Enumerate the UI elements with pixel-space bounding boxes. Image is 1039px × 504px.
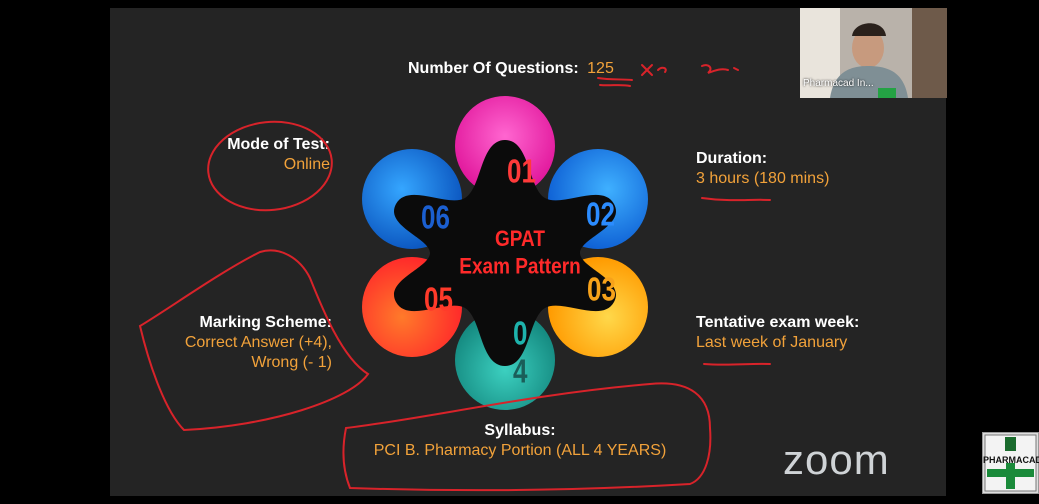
petal-number-03: 03 xyxy=(587,269,616,309)
tentative-block: Tentative exam week: Last week of Januar… xyxy=(696,314,859,352)
pharmacad-logo-badge: PHARMACAD xyxy=(982,432,1039,494)
annotation-scribble-x xyxy=(641,64,667,76)
questions-block: Number Of Questions: 125 xyxy=(408,60,614,78)
mode-value: Online xyxy=(283,156,330,173)
pharmacad-logo-text: PHARMACAD xyxy=(983,455,1039,465)
petal-number-06: 06 xyxy=(421,197,450,237)
tentative-label: Tentative exam week: xyxy=(696,314,860,331)
annotation-underline-tentative xyxy=(703,362,771,366)
exam-pattern-flower xyxy=(362,96,648,410)
petal-number-01: 01 xyxy=(507,151,536,191)
marking-line2: Wrong (- 1) xyxy=(251,354,332,371)
participant-video[interactable]: Pharmacad In... xyxy=(800,8,947,98)
duration-value: 3 hours (180 mins) xyxy=(696,170,830,187)
flower-star-center xyxy=(394,140,616,366)
duration-label: Duration: xyxy=(696,150,768,167)
syllabus-value: PCI B. Pharmacy Portion (ALL 4 YEARS) xyxy=(373,442,667,459)
annotation-box-marking xyxy=(138,249,370,432)
mode-block: Mode of Test: Online xyxy=(190,136,330,174)
pen-annotations xyxy=(138,64,771,492)
center-title-line2: Exam Pattern xyxy=(459,255,581,280)
petal-number-04a: 0 xyxy=(513,313,528,353)
petal-number-02: 02 xyxy=(586,194,615,234)
pharmacad-logo-icon xyxy=(984,434,1037,492)
participant-silhouette xyxy=(800,8,947,98)
marking-block: Marking Scheme: Correct Answer (+4), Wro… xyxy=(130,314,332,372)
marking-line1: Correct Answer (+4), xyxy=(184,334,332,351)
annotation-box-syllabus xyxy=(342,382,712,492)
petal-number-05: 05 xyxy=(424,279,453,319)
petal-number-04b: 4 xyxy=(513,351,528,391)
questions-value: 125 xyxy=(587,60,614,77)
center-title-line1: GPAT xyxy=(495,227,545,252)
annotation-scribble-2 xyxy=(701,64,739,74)
questions-label: Number Of Questions: xyxy=(408,60,579,77)
duration-block: Duration: 3 hours (180 mins) xyxy=(696,150,829,188)
syllabus-block: Syllabus: PCI B. Pharmacy Portion (ALL 4… xyxy=(340,422,700,460)
marking-label: Marking Scheme: xyxy=(199,314,332,331)
annotation-circle-mode xyxy=(207,120,333,212)
syllabus-label: Syllabus: xyxy=(484,422,556,439)
center-title: GPAT Exam Pattern xyxy=(450,226,590,281)
participant-name: Pharmacad In... xyxy=(803,78,874,89)
annotation-underline-duration xyxy=(701,197,771,202)
annotation-underline-125 xyxy=(597,77,633,87)
tentative-value: Last week of January xyxy=(696,334,848,351)
zoom-logo: zoom xyxy=(783,436,890,483)
mode-label: Mode of Test: xyxy=(227,136,330,153)
